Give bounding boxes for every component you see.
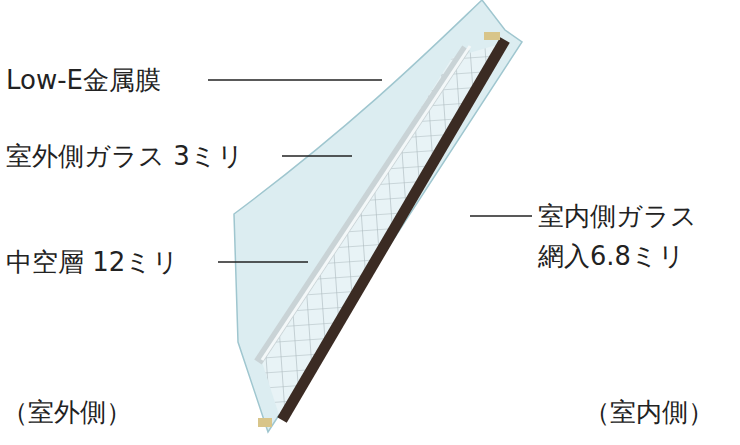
part-label: Low-E金属膜	[6, 60, 161, 100]
side-label: （室外側）	[2, 392, 132, 432]
spacer-cap	[484, 32, 500, 40]
leader-lines	[208, 80, 532, 262]
part-label: 中空層 12ミリ	[6, 242, 179, 282]
part-label: 室内側ガラス 網入6.8ミリ	[538, 196, 736, 276]
spacer-highlight	[262, 46, 470, 360]
spacer-cap	[258, 418, 272, 427]
leader-line	[218, 261, 308, 263]
leader-line	[470, 215, 532, 217]
part-label: 室外側ガラス 3ミリ	[6, 136, 244, 176]
side-label: （室内側）	[584, 392, 714, 432]
wire-mesh	[200, 0, 540, 445]
frame-band	[282, 40, 505, 420]
spacer-edge	[258, 48, 466, 362]
leader-line	[208, 79, 382, 81]
leader-line	[282, 155, 352, 157]
